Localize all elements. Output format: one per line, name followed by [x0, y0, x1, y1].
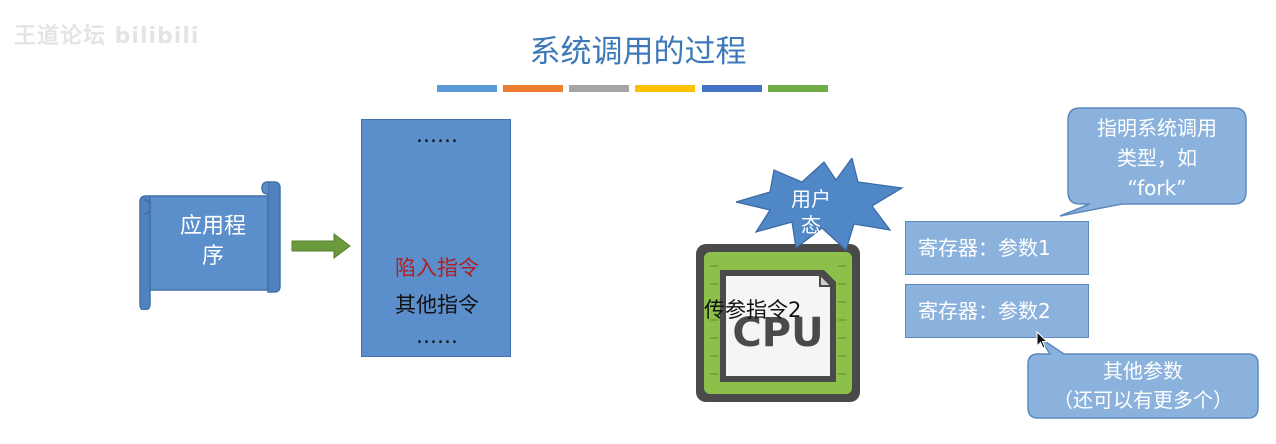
- other-params-callout: [1027, 337, 1259, 419]
- other-params-line2: （还可以有更多个）: [1053, 388, 1233, 412]
- syscall-type-line1: 指明系统调用: [1097, 116, 1217, 140]
- syscall-type-line2: 类型，如: [1117, 146, 1197, 170]
- pass-param-instruction: 传参指令2: [704, 298, 802, 322]
- color-bar-1: [437, 85, 497, 92]
- app-program-line2: 序: [201, 244, 224, 269]
- instruction-sequence-box: …… 陷入指令 其他指令 ……: [361, 119, 511, 357]
- user-mode-label: 用户 态: [780, 186, 842, 238]
- right-arrow-icon: [291, 233, 351, 259]
- trap-instruction: 陷入指令: [395, 256, 479, 280]
- cpu-chip-text: CPU: [732, 310, 823, 356]
- color-bar-5: [702, 85, 762, 92]
- syscall-type-callout: [1059, 107, 1247, 217]
- color-bar-4: [635, 85, 695, 92]
- syscall-type-line3: “fork”: [1127, 176, 1187, 200]
- user-mode-burst: [736, 158, 904, 252]
- register-param-1: 寄存器：参数1: [905, 221, 1089, 275]
- user-mode-line1: 用户: [791, 187, 831, 211]
- color-bar-3: [569, 85, 629, 92]
- instruction-dots-bottom: ……: [416, 324, 458, 348]
- app-program-scroll: [139, 181, 281, 310]
- user-mode-line2: 态: [801, 213, 821, 237]
- slide-title: 系统调用的过程: [529, 34, 747, 70]
- cpu-chip-icon: CPU: [696, 244, 860, 402]
- app-program-line1: 应用程: [179, 214, 246, 239]
- color-bar-6: [768, 85, 828, 92]
- app-program-label: 应用程 序: [162, 212, 264, 272]
- syscall-type-text: 指明系统调用 类型，如 “fork”: [1070, 113, 1244, 203]
- other-params-line1: 其他参数: [1103, 359, 1183, 383]
- color-bar-2: [503, 85, 563, 92]
- instruction-dots-top: ……: [416, 123, 458, 147]
- register-param-2: 寄存器：参数2: [905, 284, 1089, 338]
- other-instruction: 其他指令: [395, 293, 479, 317]
- watermark: 王道论坛 bilibili: [14, 24, 200, 49]
- other-params-text: 其他参数 （还可以有更多个）: [1028, 357, 1258, 415]
- mouse-cursor-icon: [1036, 331, 1049, 349]
